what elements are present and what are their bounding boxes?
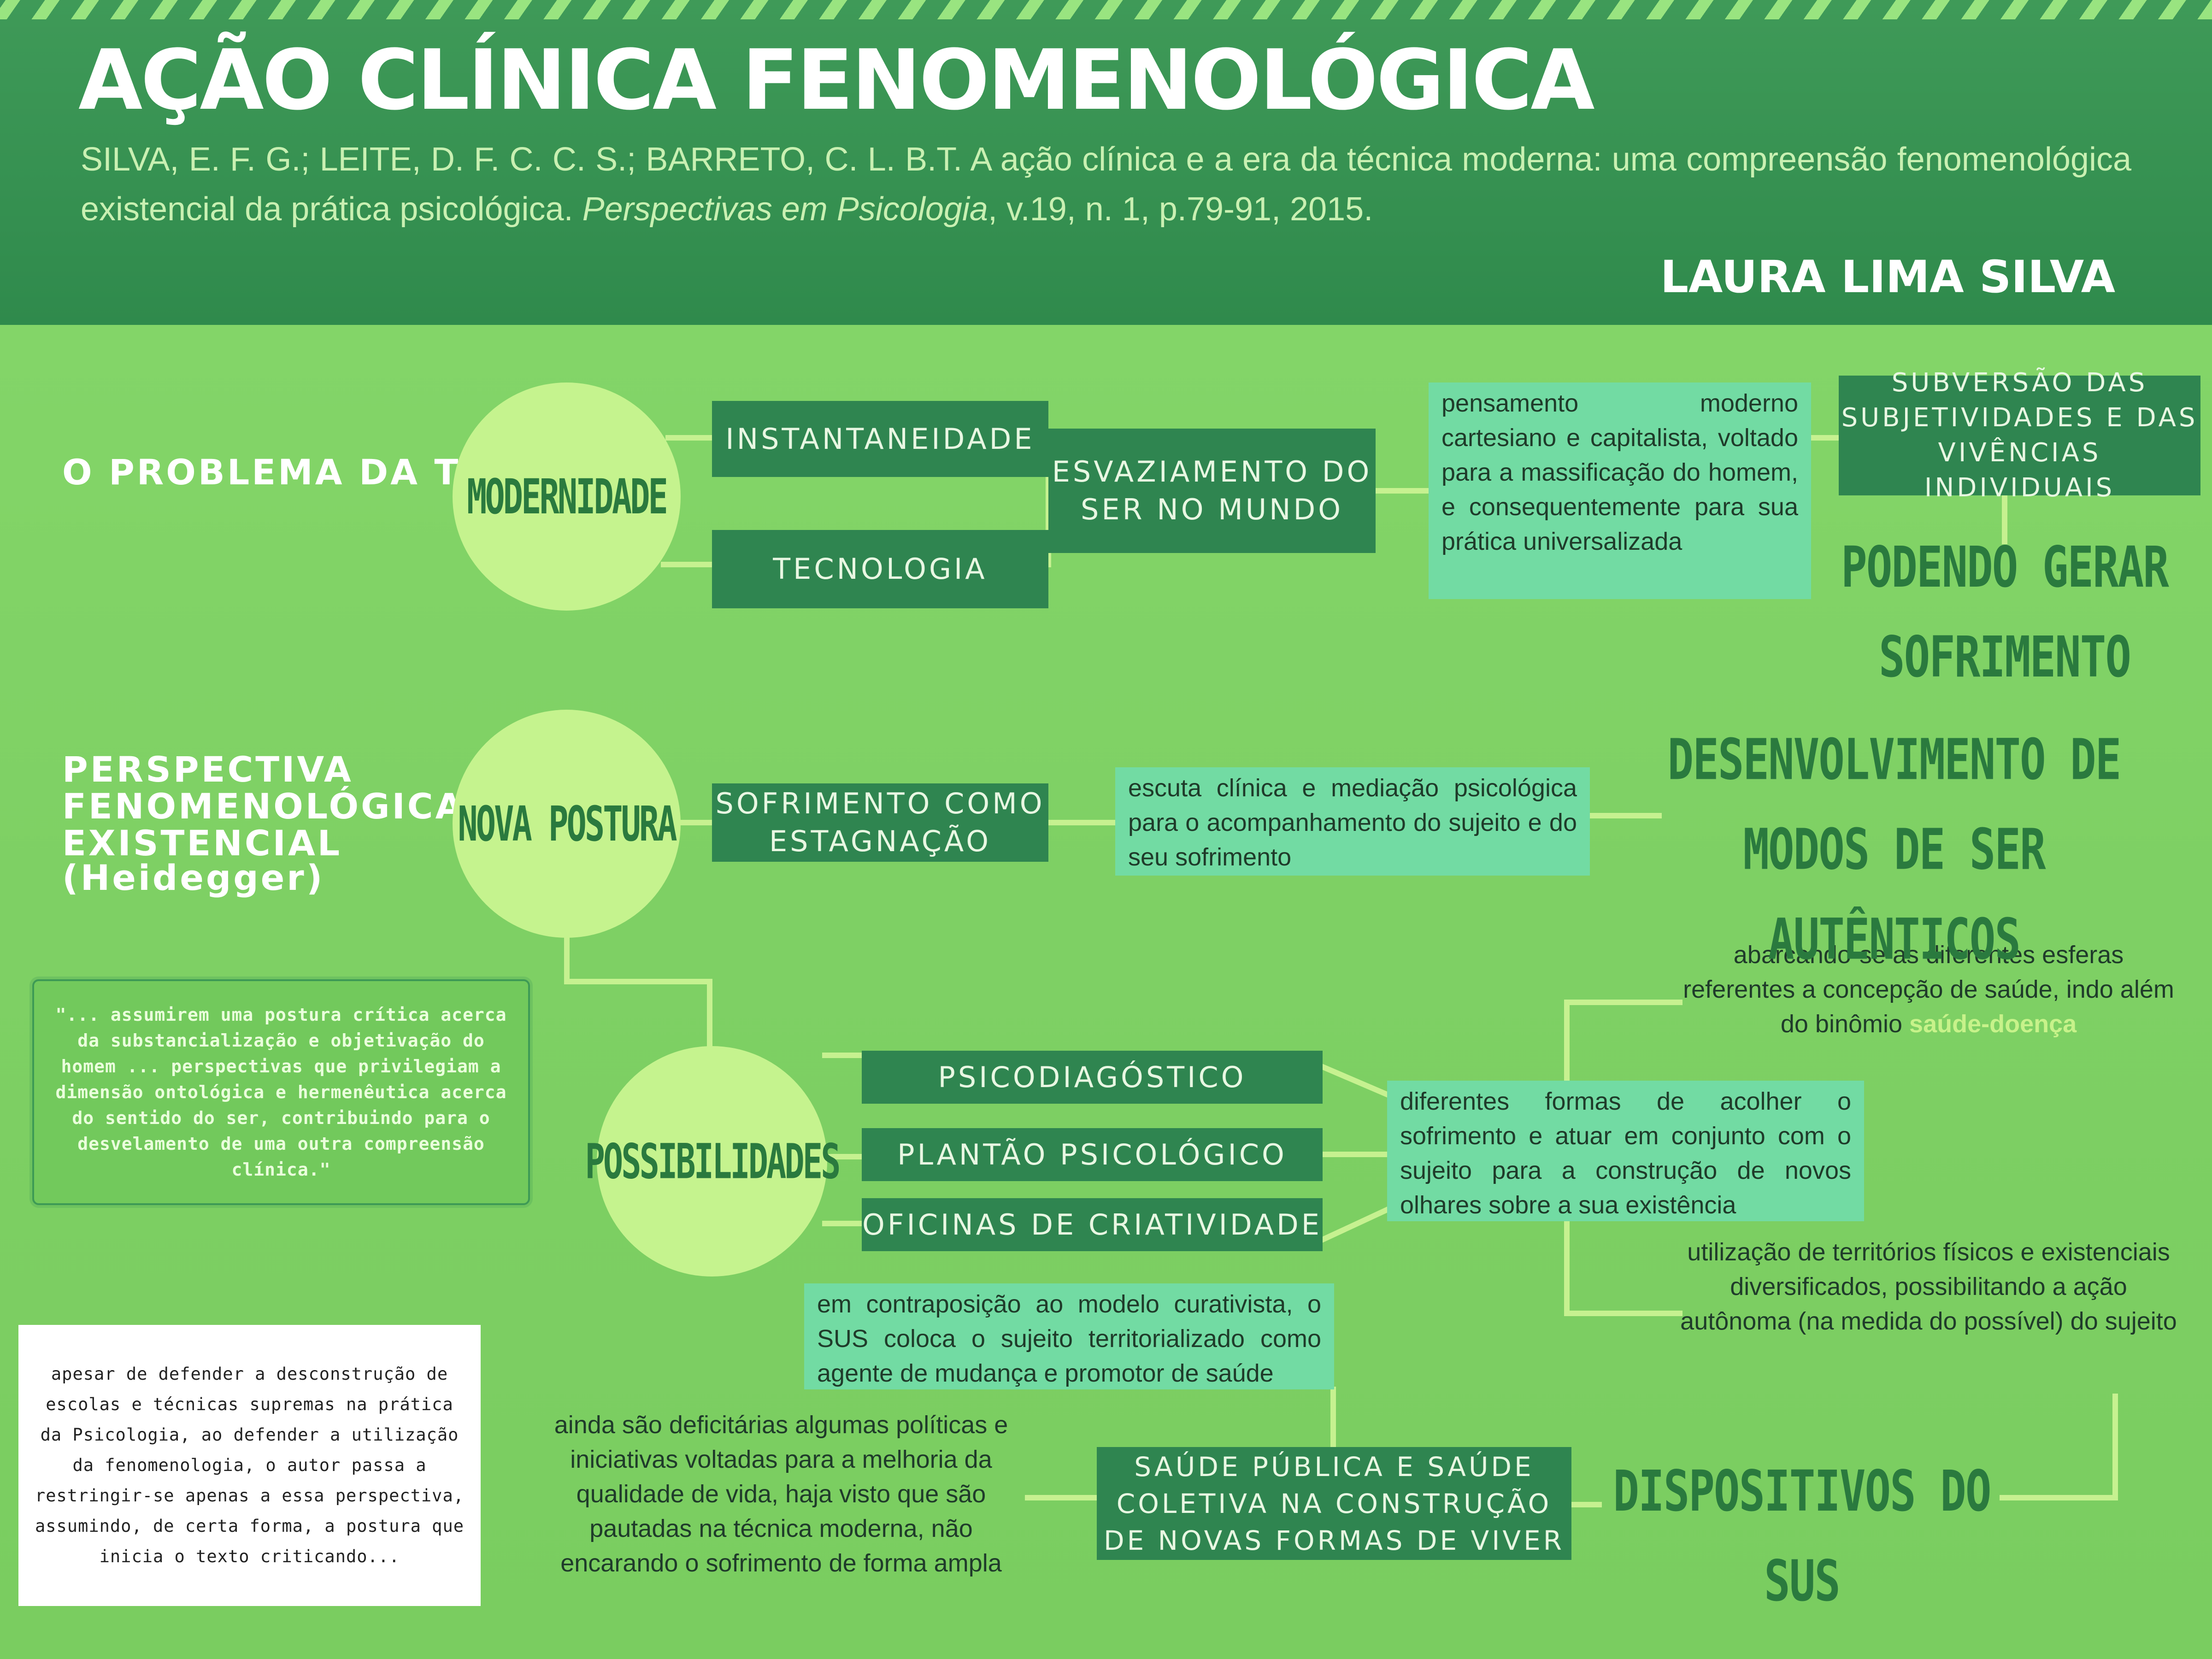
note-escuta-clinica: escuta clínica e mediação psicológica pa… (1115, 767, 1590, 876)
circle-possibilidades: POSSIBILIDADES (585, 1046, 841, 1277)
section-perspectiva-line1: PERSPECTIVA (62, 749, 353, 790)
section-perspectiva-line4: (Heidegger) (62, 857, 325, 898)
citation-tail: , v.19, n. 1, p.79-91, 2015. (988, 191, 1373, 228)
author-name: LAURA LIMA SILVA (1660, 251, 2115, 303)
circle-modernidade: MODERNIDADE (453, 382, 681, 611)
note-esferas-saude: abarcando-se as diferentes esferas refer… (1680, 938, 2177, 1041)
decorative-stripe (0, 0, 2212, 19)
label-desenvolvimento: DESENVOLVIMENTO DE MODOS DE SER AUTÊNTICO… (1641, 716, 2147, 985)
box-oficinas-criatividade: OFICINAS DE CRIATIVIDADE (862, 1198, 1323, 1251)
citation-journal: Perspectivas em Psicologia (582, 191, 988, 228)
box-psicodiagnostico: PSICODIAGÓSTICO (862, 1051, 1323, 1104)
box-saude-publica: SAÚDE PÚBLICA E SAÚDE COLETIVA NA CONSTR… (1097, 1447, 1571, 1560)
box-plantao-psicologico: PLANTÃO PSICOLÓGICO (862, 1128, 1323, 1181)
label-desenvolvimento-line1: DESENVOLVIMENTO DE (1667, 727, 2122, 793)
circle-possibilidades-label: POSSIBILIDADES (585, 1133, 841, 1189)
critique-text: apesar de defender a desconstrução de es… (35, 1364, 465, 1566)
circle-nova-postura: NOVA POSTURA (453, 710, 681, 938)
note-sus-sujeito: em contraposição ao modelo curativista, … (804, 1283, 1334, 1389)
critique-box: apesar de defender a desconstrução de es… (18, 1325, 481, 1606)
box-sofrimento-estagnacao: SOFRIMENTO COMO ESTAGNAÇÃO (712, 783, 1048, 862)
box-tecnologia: TECNOLOGIA (712, 530, 1048, 608)
quote-text: "... assumirem uma postura crítica acerc… (55, 1005, 507, 1180)
note-esferas-text: abarcando-se as diferentes esferas refer… (1683, 941, 2174, 1038)
box-subversao: SUBVERSÃO DAS SUBJETIVIDADES E DAS VIVÊN… (1839, 368, 2200, 503)
label-desenvolvimento-line2: MODOS DE SER AUTÊNTICOS (1743, 817, 2046, 973)
circle-nova-postura-label: NOVA POSTURA (458, 795, 677, 852)
label-podendo-gerar: PODENDO GERAR SOFRIMENTO (1820, 523, 2189, 703)
section-perspectiva-line2: FENOMENOLÓGICA (62, 786, 465, 827)
note-pensamento-moderno: pensamento moderno cartesiano e capitali… (1429, 382, 1811, 599)
header-banner: AÇÃO CLÍNICA FENOMENOLÓGICA SILVA, E. F.… (0, 0, 2212, 325)
section-perspectiva-line3: EXISTENCIAL (62, 823, 342, 864)
box-esvaziamento: ESVAZIAMENTO DO SER NO MUNDO (1048, 429, 1376, 553)
citation: SILVA, E. F. G.; LEITE, D. F. C. C. S.; … (81, 135, 2131, 234)
highlight-saude-doenca: saúde-doença (1909, 1010, 2077, 1038)
page-title: AÇÃO CLÍNICA FENOMENOLÓGICA (78, 32, 1595, 129)
circle-modernidade-label: MODERNIDADE (467, 468, 668, 525)
label-dispositivos-sus: DISPOSITIVOS DO SUS (1613, 1459, 1992, 1614)
note-deficitarias: ainda são deficitárias algumas políticas… (554, 1411, 1008, 1577)
quote-box: "... assumirem uma postura crítica acerc… (32, 979, 530, 1205)
label-podendo-line1: PODENDO GERAR (1841, 535, 2169, 600)
label-podendo-line2: SOFRIMENTO (1879, 625, 2131, 690)
note-territorios: utilização de territórios físicos e exis… (1680, 1238, 2177, 1335)
citation-main: SILVA, E. F. G.; LEITE, D. F. C. C. S.; … (81, 141, 2131, 228)
note-diferentes-formas: diferentes formas de acolher o sofriment… (1387, 1081, 1864, 1221)
box-instantaneidade: INSTANTANEIDADE (712, 401, 1048, 477)
